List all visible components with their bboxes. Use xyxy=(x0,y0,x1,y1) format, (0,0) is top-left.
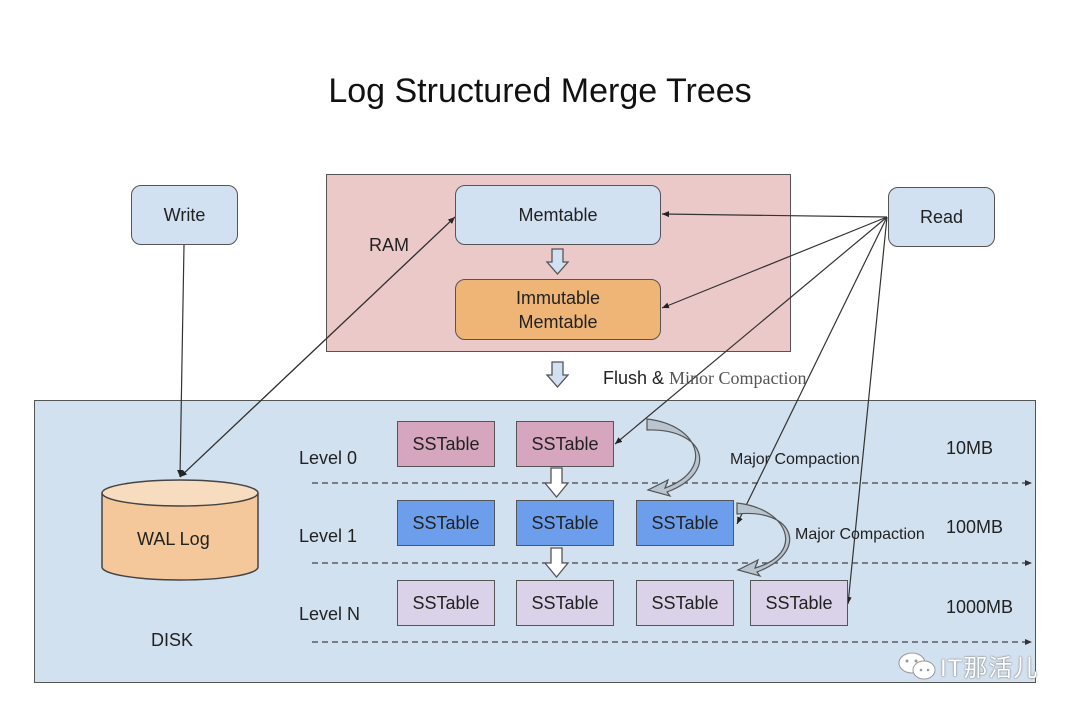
minor-compaction-label: Minor Compaction xyxy=(669,368,807,388)
flush-minor-compaction-label: Flush & Minor Compaction xyxy=(603,368,807,389)
flush-arrow xyxy=(545,361,570,388)
memtable-node: Memtable xyxy=(455,185,661,245)
level-0-size: 10MB xyxy=(946,438,994,458)
sstable-l1-1: SSTable xyxy=(516,500,614,546)
major-compaction-label-0: Major Compaction xyxy=(730,451,860,468)
read-to-immutable-arrow xyxy=(661,216,888,309)
level0-to-level1-arrow xyxy=(543,467,570,499)
disk-label: DISK xyxy=(151,630,194,650)
major-compaction-arrow-1 xyxy=(736,502,790,578)
sstable-ln-1: SSTable xyxy=(516,580,614,626)
read-label: Read xyxy=(919,206,964,227)
write-label: Write xyxy=(163,204,206,225)
read-to-level0-arrow xyxy=(614,216,888,445)
level-1-label: Level 1 xyxy=(299,526,358,546)
watermark-text: IT那活儿 xyxy=(940,655,1039,682)
read-node: Read xyxy=(888,187,995,247)
major-compaction-label-1: Major Compaction xyxy=(795,526,925,543)
flush-label: Flush & xyxy=(603,368,670,388)
sstable-ln-0: SSTable xyxy=(397,580,495,626)
sstable-l0-0: SSTable xyxy=(397,421,495,467)
read-to-level1-arrow xyxy=(736,216,888,525)
memtable-to-immutable-arrow xyxy=(545,248,570,275)
sstable-ln-2: SSTable xyxy=(636,580,734,626)
sstable-l0-1: SSTable xyxy=(516,421,614,467)
read-to-memtable-arrow xyxy=(661,211,888,218)
level-1-size: 100MB xyxy=(946,517,1004,537)
major-compaction-arrow-0 xyxy=(646,418,700,498)
level-0-label: Level 0 xyxy=(299,448,358,468)
write-node: Write xyxy=(131,185,238,245)
sstable-l1-0: SSTable xyxy=(397,500,495,546)
immutable-label-line2: Memtable xyxy=(518,311,598,332)
sstable-l1-2: SSTable xyxy=(636,500,734,546)
level1-to-leveln-arrow xyxy=(543,547,570,579)
read-to-leveln-arrow xyxy=(845,216,888,605)
immutable-memtable-node: Immutable Memtable xyxy=(455,279,661,340)
level-n-label: Level N xyxy=(299,604,361,624)
ram-label: RAM xyxy=(369,235,409,255)
wal-log-cylinder xyxy=(101,479,259,581)
wal-log-label: WAL Log xyxy=(137,529,210,549)
immutable-label-line1: Immutable xyxy=(515,287,601,308)
level-n-size: 1000MB xyxy=(946,597,1014,617)
write-to-wal-arrow xyxy=(177,244,185,478)
watermark: IT那活儿 xyxy=(896,648,1038,683)
wechat-icon xyxy=(898,652,936,679)
sstable-ln-3: SSTable xyxy=(750,580,848,626)
memtable-label: Memtable xyxy=(518,204,598,225)
diagram-title: Log Structured Merge Trees xyxy=(328,72,752,110)
